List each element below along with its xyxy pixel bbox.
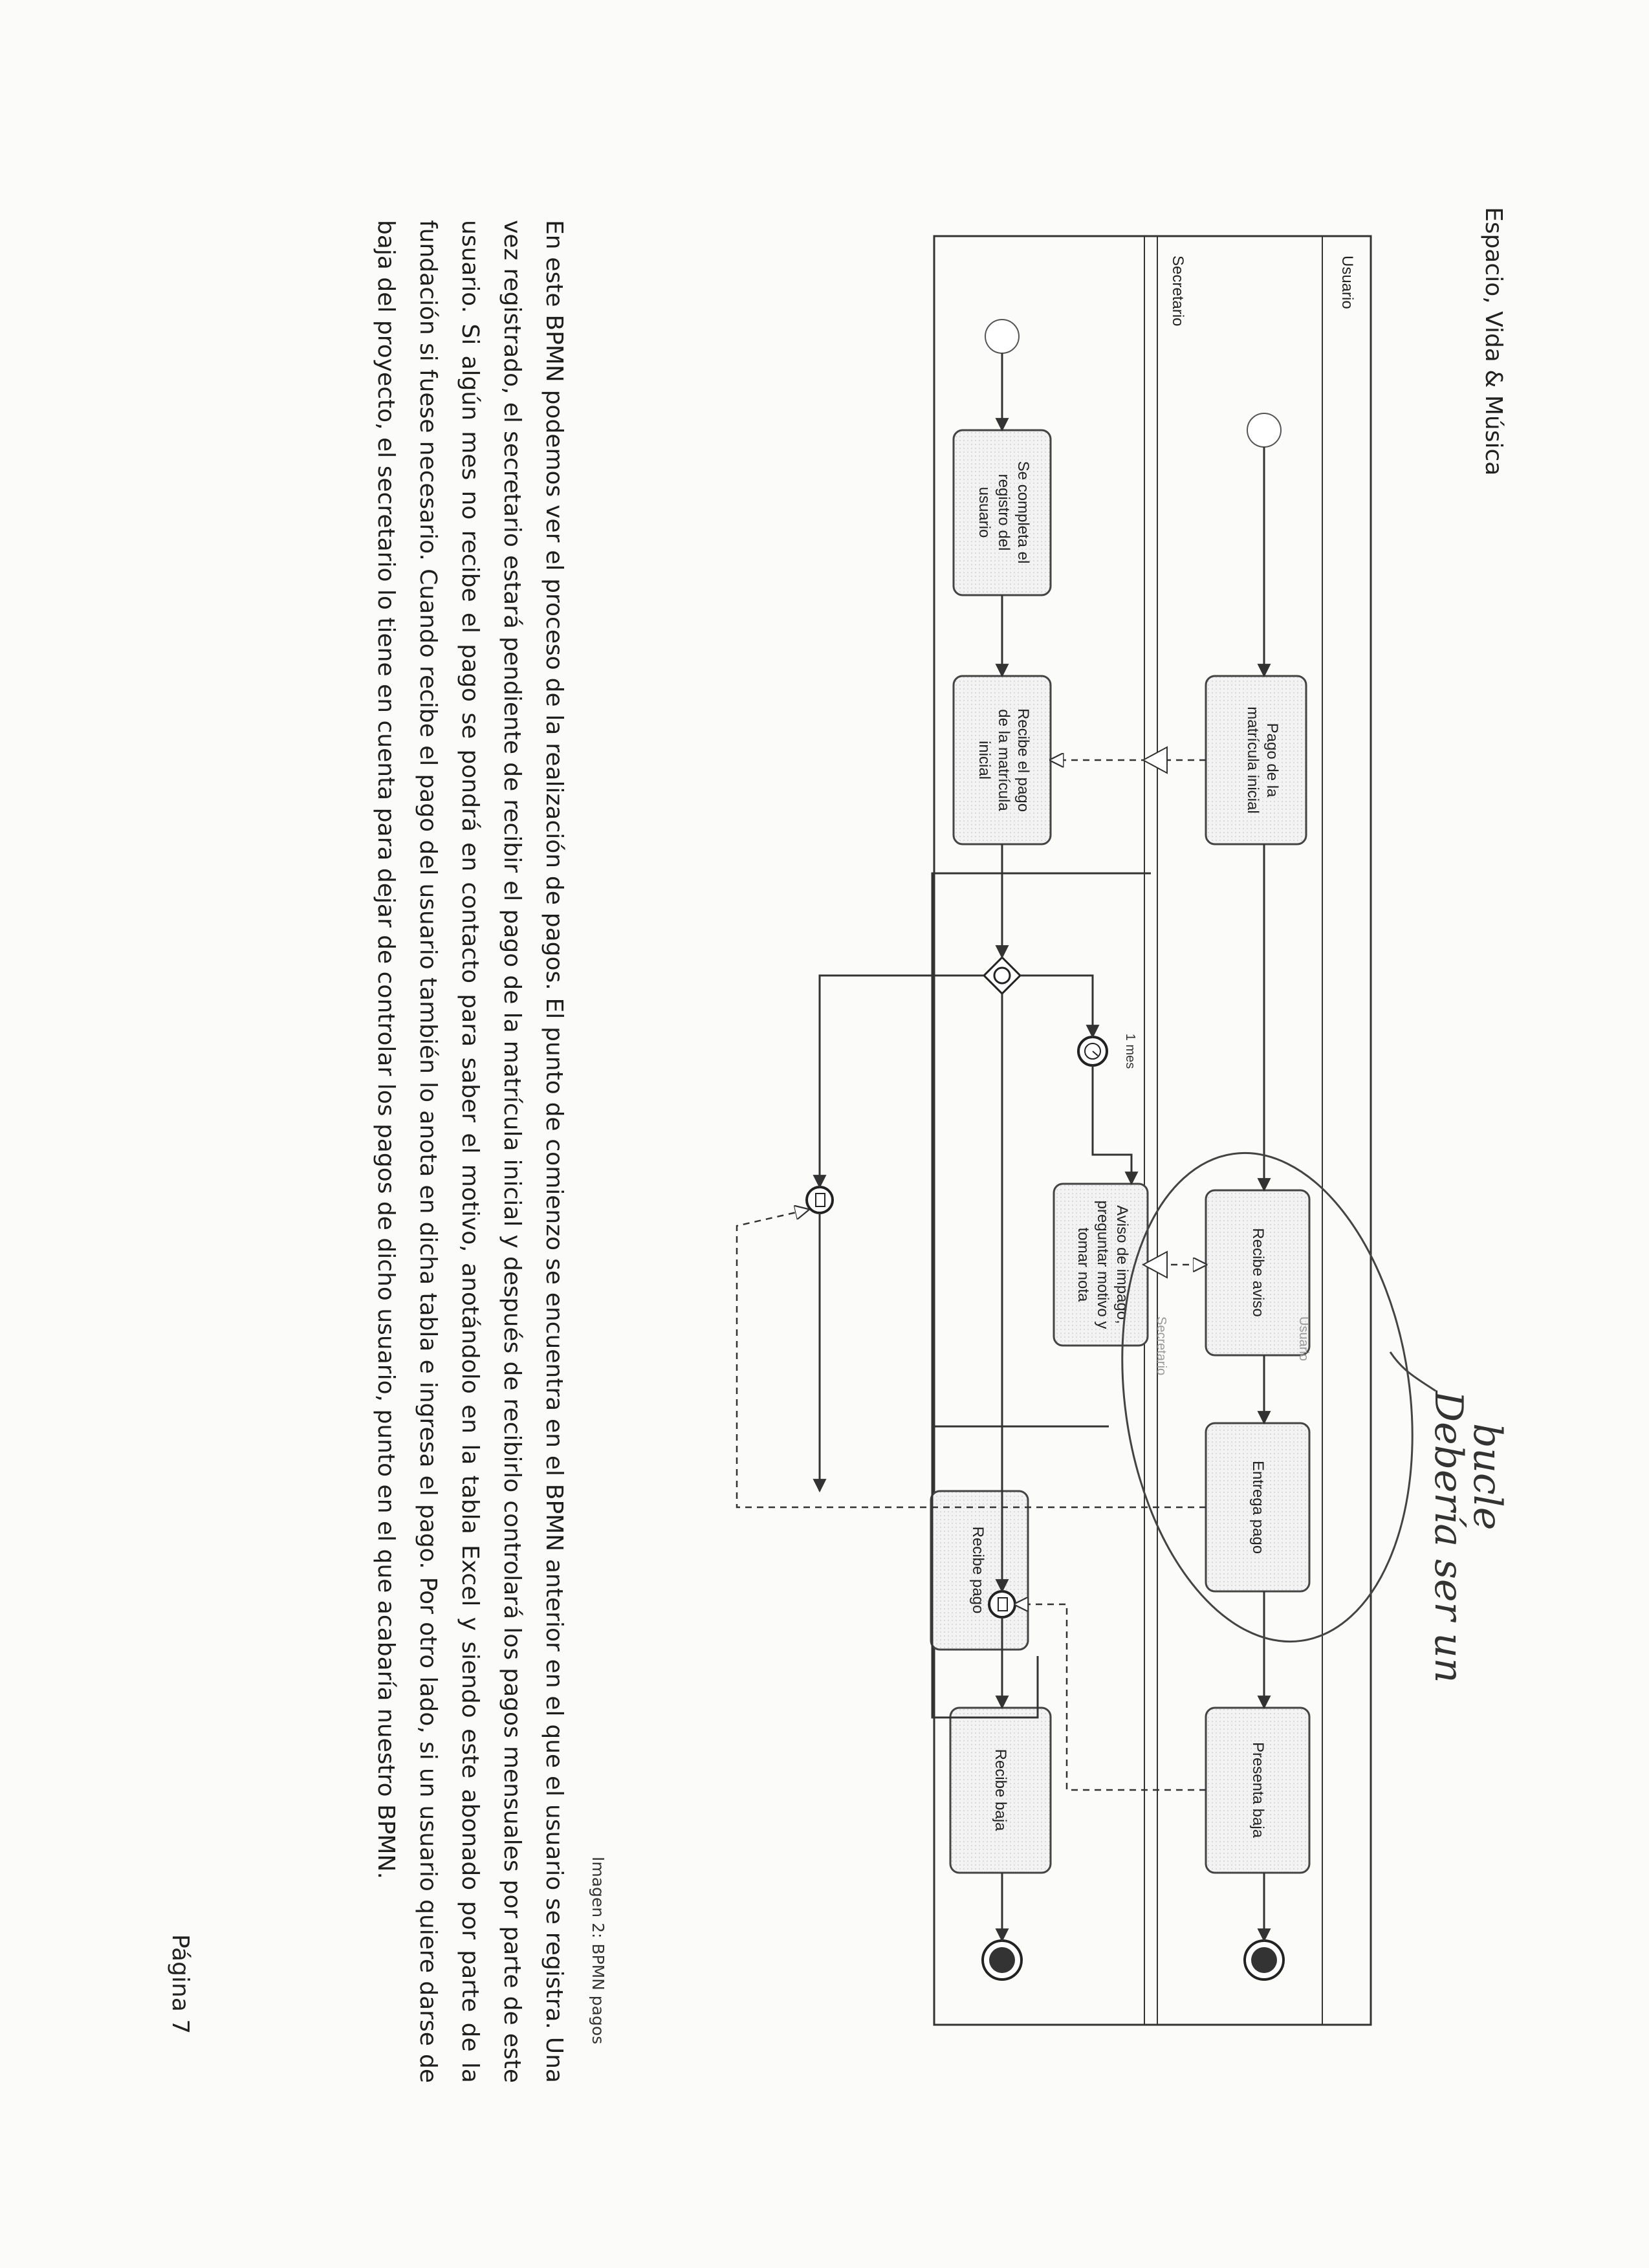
message-flows xyxy=(736,760,1206,1791)
svg-text:matrícula inicial: matrícula inicial xyxy=(1244,706,1261,813)
svg-text:registro del: registro del xyxy=(995,474,1012,551)
user-end-event xyxy=(1243,1939,1285,1981)
svg-text:preguntar motivo y: preguntar motivo y xyxy=(1094,1201,1111,1329)
svg-text:Pago de la: Pago de la xyxy=(1263,723,1281,798)
svg-text:tomar nota: tomar nota xyxy=(1075,1228,1092,1302)
event-gateway xyxy=(982,955,1022,996)
task-entrega-pago: Entrega pago xyxy=(1205,1422,1311,1593)
task-recibe-pago: Recibe pago xyxy=(930,1490,1029,1651)
task-presenta-baja: Presenta baja xyxy=(1205,1706,1311,1874)
svg-text:Recibe aviso: Recibe aviso xyxy=(1249,1228,1267,1316)
task-se-completa-registro: Se completa el registro del usuario xyxy=(952,429,1052,596)
loop-frame xyxy=(931,872,1151,1719)
envelope-icon xyxy=(1141,1250,1168,1279)
message-catch-event-usuario xyxy=(805,1186,834,1214)
timer-event xyxy=(1077,1036,1108,1067)
task-aviso-impago: Aviso de impago, preguntar motivo y toma… xyxy=(1053,1183,1149,1347)
ghost-label-secretario: Secretario xyxy=(1154,1316,1168,1375)
timer-label: 1 mes xyxy=(1123,1034,1137,1069)
message-catch-event-baja xyxy=(988,1590,1016,1619)
secretary-start-event xyxy=(985,319,1020,354)
svg-text:de la matrícula: de la matrícula xyxy=(995,709,1012,811)
svg-text:Entrega pago: Entrega pago xyxy=(1249,1461,1267,1554)
page-number: Página 7 xyxy=(167,1934,193,2034)
handwritten-circle xyxy=(1121,1151,1414,1643)
svg-text:Recibe pago: Recibe pago xyxy=(969,1527,987,1614)
svg-text:Presenta baja: Presenta baja xyxy=(1249,1742,1267,1838)
pool-border xyxy=(933,235,1372,2026)
figure-caption: Imagen 2: BPMN pagos xyxy=(589,1857,607,2045)
svg-text:usuario: usuario xyxy=(976,487,993,538)
task-recibe-aviso: Recibe aviso xyxy=(1205,1189,1311,1357)
lane-title-usuario: Usuario xyxy=(1338,256,1356,309)
sequence-flows xyxy=(813,353,1271,1943)
envelope-icon xyxy=(1141,746,1168,774)
svg-text:Recibe el pago: Recibe el pago xyxy=(1014,708,1032,812)
lane-title-secretario: Secretario xyxy=(1169,256,1186,326)
svg-text:Se completa el: Se completa el xyxy=(1014,461,1032,564)
svg-text:inicial: inicial xyxy=(976,741,993,780)
body-paragraph: En este BPMN podemos ver el proceso de l… xyxy=(373,220,567,2083)
handwritten-note-line1: Debería ser un xyxy=(1426,1390,1471,1683)
user-start-event xyxy=(1247,413,1282,448)
svg-text:Recibe baja: Recibe baja xyxy=(992,1749,1009,1831)
task-pago-matricula: Pago de la matrícula inicial xyxy=(1205,675,1307,845)
ghost-label-usuario: Usuario xyxy=(1296,1316,1311,1361)
handwritten-note-line2: bucle xyxy=(1465,1423,1510,1530)
handwritten-arrow xyxy=(1389,1351,1436,1392)
task-recibe-baja: Recibe baja xyxy=(949,1706,1052,1874)
task-recibe-pago-matricula: Recibe el pago de la matrícula inicial xyxy=(952,675,1052,845)
svg-text:Aviso de impago,: Aviso de impago, xyxy=(1113,1205,1131,1324)
secretary-end-event xyxy=(981,1939,1023,1981)
